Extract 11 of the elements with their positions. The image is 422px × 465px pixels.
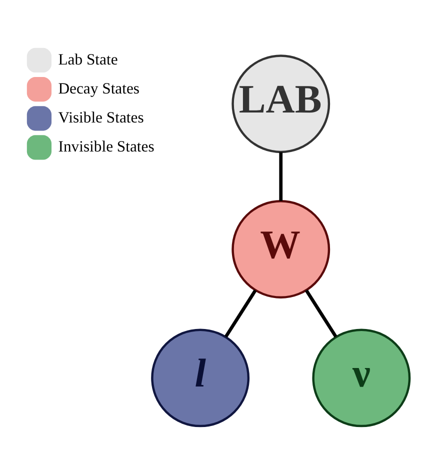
legend-label: Lab State: [58, 51, 118, 68]
node-circle: LAB: [231, 54, 330, 154]
legend-label: Visible States: [58, 110, 144, 127]
legend-label: Invisible States: [58, 138, 154, 156]
legend-label: Decay States: [58, 80, 140, 98]
node-circle: ν: [312, 328, 410, 428]
connector: [278, 152, 282, 201]
node-circle: l: [150, 328, 250, 428]
connector: [304, 290, 337, 338]
node-circle: W: [231, 200, 330, 298]
connector: [224, 290, 256, 338]
